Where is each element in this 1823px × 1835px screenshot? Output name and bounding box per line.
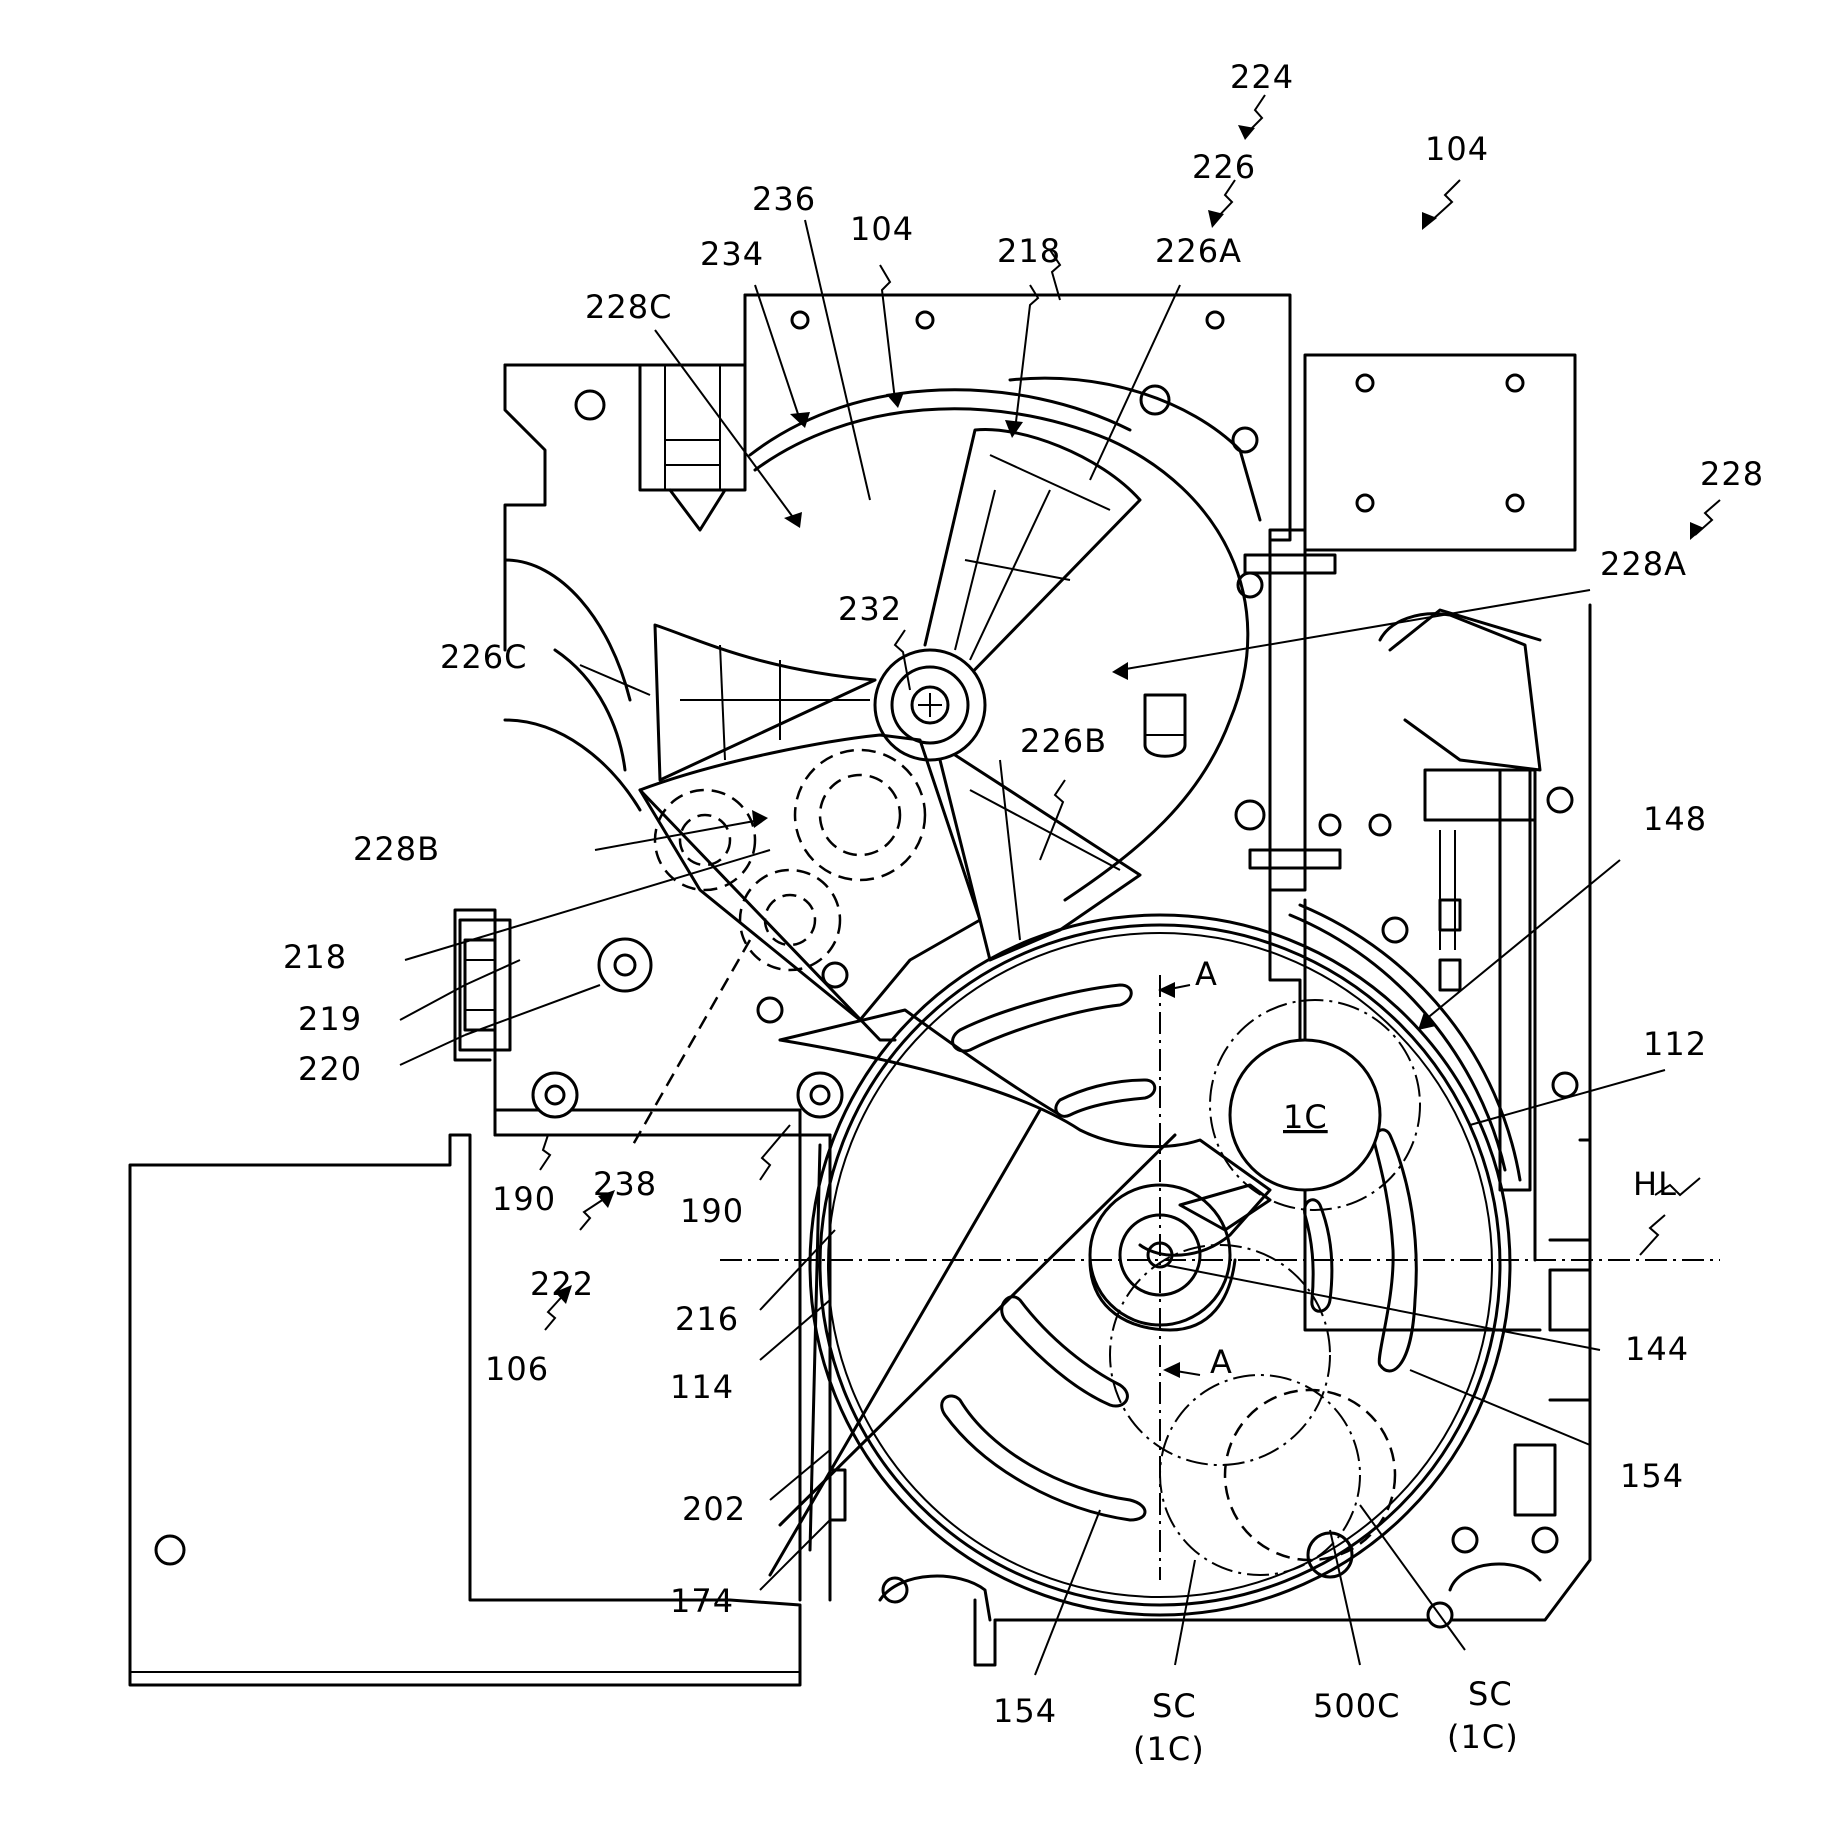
label-226: 226 (1192, 148, 1256, 186)
label-104-top-right: 104 (1425, 130, 1489, 168)
label-222: 222 (530, 1265, 594, 1303)
label-216: 216 (675, 1300, 739, 1338)
label-190-left: 190 (492, 1180, 556, 1218)
label-228A: 228A (1600, 545, 1687, 583)
label-148: 148 (1643, 800, 1707, 838)
label-1C-left: (1C) (1133, 1730, 1205, 1768)
rotary-disk (720, 905, 1720, 1615)
label-236: 236 (752, 180, 816, 218)
upper-guide (505, 365, 1260, 900)
label-HL: HL (1633, 1165, 1677, 1203)
label-174: 174 (670, 1582, 734, 1620)
side-bracket (460, 920, 510, 1050)
label-224: 224 (1230, 58, 1294, 96)
label-A-top: A (1195, 955, 1218, 993)
label-144: 144 (1625, 1330, 1689, 1368)
label-226C: 226C (440, 638, 527, 676)
label-190-right: 190 (680, 1192, 744, 1230)
label-1C-right: (1C) (1447, 1718, 1519, 1756)
label-234: 234 (700, 235, 764, 273)
label-226A: 226A (1155, 232, 1242, 270)
label-219: 219 (298, 1000, 362, 1038)
label-154-right: 154 (1620, 1457, 1684, 1495)
label-SC-left: SC (1152, 1687, 1197, 1725)
mounting-holes (156, 312, 1577, 1627)
label-228C: 228C (585, 288, 672, 326)
label-232: 232 (838, 590, 902, 628)
label-238: 238 (593, 1165, 657, 1203)
label-106: 106 (485, 1350, 549, 1388)
label-114: 114 (670, 1368, 734, 1406)
label-SC-right: SC (1468, 1675, 1513, 1713)
label-202: 202 (682, 1490, 746, 1528)
label-218-top: 218 (997, 232, 1061, 270)
label-218-left: 218 (283, 938, 347, 976)
label-228B: 228B (353, 830, 440, 868)
reference-labels: 224 226 104 236 104 218 226A 234 228C 22… (283, 58, 1764, 1768)
label-104-top: 104 (850, 210, 914, 248)
leader-lines (400, 95, 1720, 1675)
label-500C: 500C (1313, 1687, 1400, 1725)
label-1C: 1C (1283, 1098, 1328, 1136)
label-A-bottom: A (1210, 1343, 1233, 1381)
label-154-bottom: 154 (993, 1692, 1057, 1730)
label-228: 228 (1700, 455, 1764, 493)
label-226B: 226B (1020, 722, 1107, 760)
label-112: 112 (1643, 1025, 1707, 1063)
label-220: 220 (298, 1050, 362, 1088)
